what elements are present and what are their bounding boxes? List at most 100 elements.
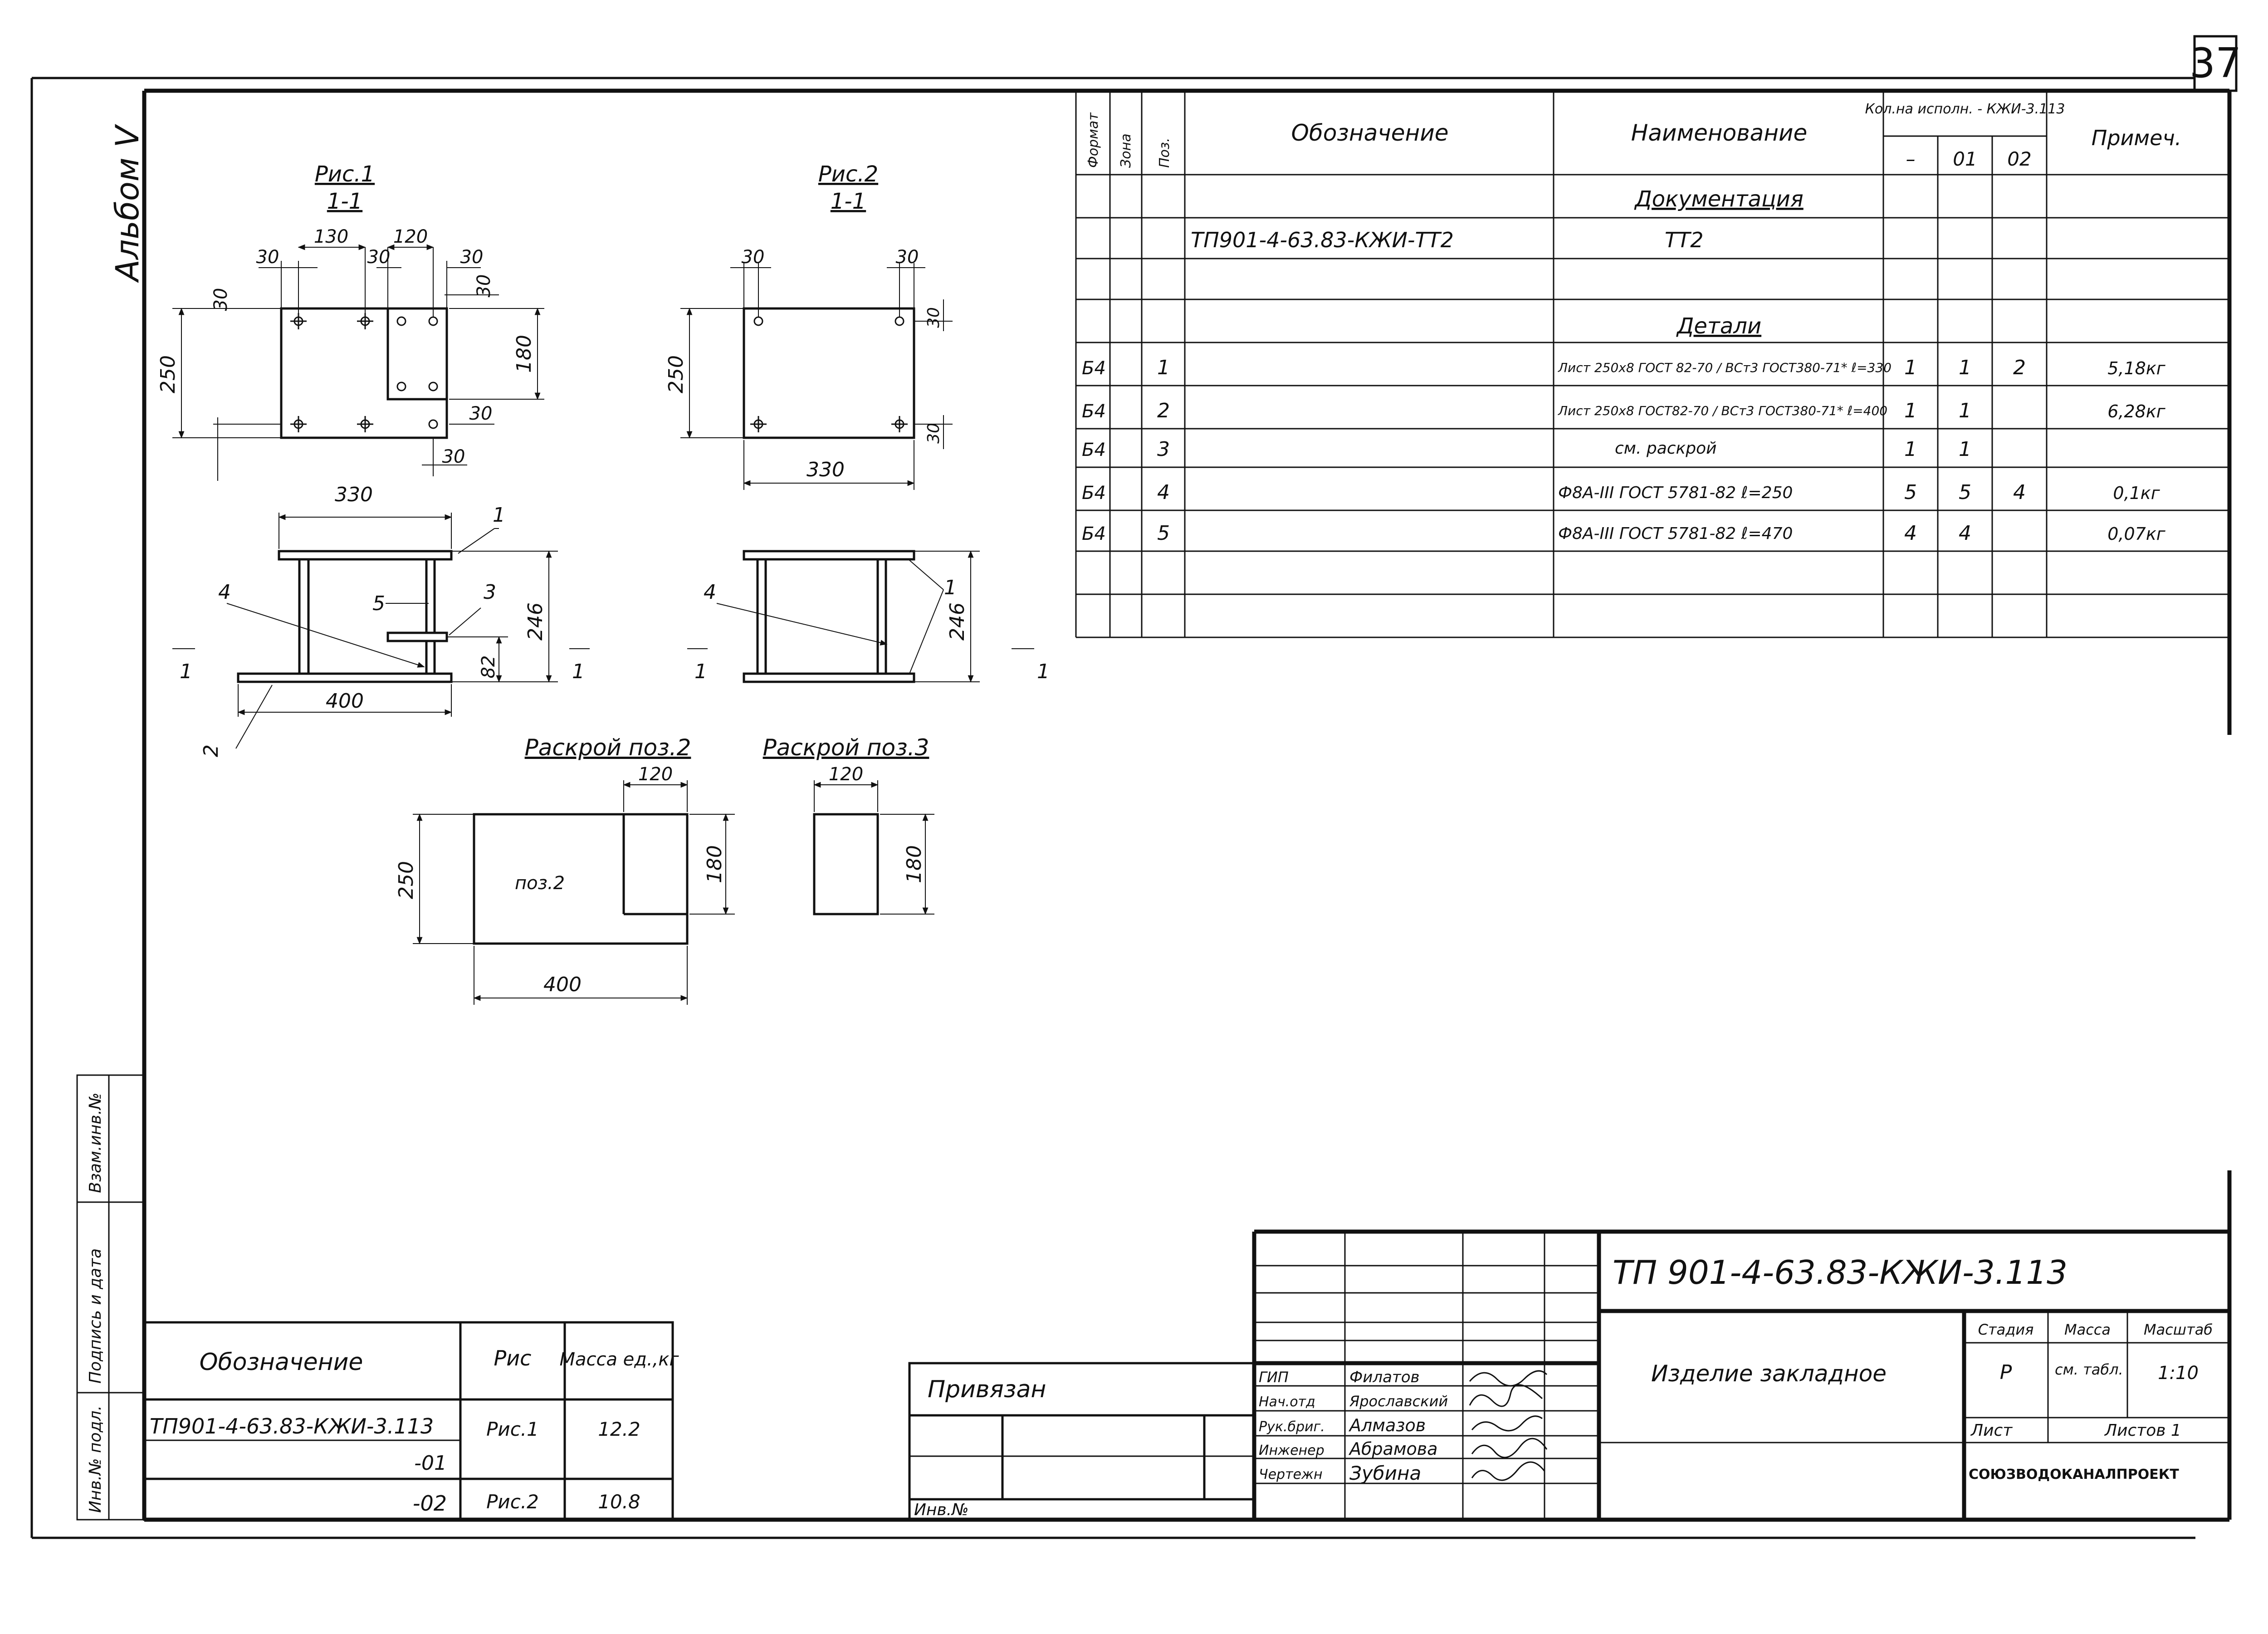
spec-row-3-name: Детали <box>1676 313 1761 339</box>
spec-row-8-format: Б4 <box>1082 523 1106 544</box>
spec-row-7-pos: 4 <box>1157 481 1170 504</box>
spec-row-4-format: Б4 <box>1082 358 1106 379</box>
binding-block: Привязан Инв.№ <box>908 1362 1256 1521</box>
spec-row-8-pos: 5 <box>1157 522 1170 545</box>
role-4-title: Чертежн <box>1259 1467 1323 1482</box>
strip-signature-date: Подпись и дата <box>86 1248 105 1384</box>
spec-row-7-name: Ф8А-III ГОСТ 5781-82 ℓ=250 <box>1558 484 1793 502</box>
cut3-title: Раскрой поз.3 <box>763 734 929 761</box>
mass-row-2-mass: 10.8 <box>598 1491 640 1513</box>
role-0-title: ГИП <box>1259 1369 1289 1386</box>
title-organization: СОЮЗВОДОКАНАЛПРОЕКТ <box>1969 1467 2179 1482</box>
binding-label: Привязан <box>928 1376 1046 1403</box>
spec-row-4-q0: 1 <box>1904 356 1917 379</box>
spec-row-4-note: 5,18кг <box>2107 358 2166 378</box>
spec-row-4-q2: 2 <box>2013 356 2026 379</box>
fig1-section-mark-left: 1 <box>180 660 192 683</box>
album-label: Альбом V <box>109 124 146 283</box>
spec-row-5-note: 6,28кг <box>2107 401 2166 421</box>
role-3-title: Инженер <box>1259 1443 1325 1458</box>
role-1-title: Нач.отд <box>1259 1394 1315 1410</box>
mass-row-0-fig: Рис.1 <box>486 1418 539 1440</box>
fig1-dim-30c: 30 <box>460 247 484 268</box>
title-code: ТП 901-4-63.83-КЖИ-3.113 <box>1613 1253 2068 1292</box>
fig2-dim-30a: 30 <box>742 247 765 268</box>
spec-header-qty-01: 01 <box>1953 148 1977 170</box>
spec-header-format: Формат <box>1085 112 1101 168</box>
spec-row-7-note: 0,1кг <box>2113 483 2160 503</box>
mass-row-0-designation: ТП901-4-63.83-КЖИ-3.113 <box>150 1414 434 1438</box>
fig1-dim-30d: 30 <box>210 288 231 311</box>
figure-1: Рис.1 1-1 <box>156 161 590 757</box>
role-1-name: Ярославский <box>1349 1393 1448 1410</box>
spec-row-1-designation: ТП901-4-63.83-КЖИ-ТТ2 <box>1191 228 1454 252</box>
fig2-callout-1: 1 <box>944 576 957 599</box>
mass-row-0-mass: 12.2 <box>598 1418 640 1440</box>
fig2-section-mark-left: 1 <box>694 660 707 683</box>
mass-row-2-fig: Рис.2 <box>486 1491 539 1513</box>
spec-row-0-name: Документация <box>1634 186 1804 212</box>
spec-row-6-pos: 3 <box>1157 438 1170 461</box>
fig1-dim-246: 246 <box>524 602 547 641</box>
spec-row-7-q1: 5 <box>1959 481 1971 504</box>
title-mass: см. табл. <box>2055 1361 2123 1378</box>
role-2-title: Рук.бриг. <box>1259 1419 1325 1435</box>
fig1-callout-1: 1 <box>493 504 505 527</box>
fig2-dim-30c: 30 <box>924 307 943 328</box>
role-3-name: Абрамова <box>1348 1439 1437 1459</box>
spec-row-5-name: Лист 250х8 ГОСТ82-70 / ВСт3 ГОСТ380-71* … <box>1558 403 1887 418</box>
mass-header-fig: Рис <box>494 1346 532 1370</box>
role-0-name: Филатов <box>1349 1368 1420 1386</box>
fig1-callout-5: 5 <box>372 592 385 615</box>
figure-2: Рис.2 1-1 30 30 30 250 30 330 <box>665 161 1050 683</box>
fig1-dim-30g: 30 <box>442 446 465 467</box>
spec-row-8-note: 0,07кг <box>2107 524 2166 544</box>
fig1-dim-30a: 30 <box>256 247 279 268</box>
spec-header-pos: Поз. <box>1157 138 1173 168</box>
spec-row-6-q0: 1 <box>1904 438 1917 461</box>
mass-header-designation: Обозначение <box>200 1349 363 1376</box>
fig1-section-mark-right: 1 <box>572 660 585 683</box>
fig2-title: Рис.2 <box>818 161 878 187</box>
fig1-title: Рис.1 <box>315 161 375 187</box>
title-header-stage: Стадия <box>1978 1321 2034 1338</box>
spec-row-4-name: Лист 250х8 ГОСТ 82-70 / ВСт3 ГОСТ380-71*… <box>1558 360 1892 375</box>
mass-row-2-designation: -02 <box>413 1491 447 1516</box>
spec-row-7-format: Б4 <box>1082 483 1106 504</box>
spec-row-7-q0: 5 <box>1904 481 1917 504</box>
fig1-dim-82: 82 <box>478 656 499 679</box>
fig1-dim-30f: 30 <box>469 403 493 424</box>
spec-row-5-q1: 1 <box>1959 399 1971 422</box>
spec-header-zone: Зона <box>1118 133 1134 168</box>
mass-table: Обозначение Рис Масса ед.,кг ТП901-4-63.… <box>143 1321 679 1521</box>
fig1-dim-180: 180 <box>513 335 536 373</box>
strip-replaced-inv: Взам.инв.№ <box>86 1092 105 1193</box>
left-strip <box>76 1074 145 1521</box>
cut2-dim-180: 180 <box>703 845 726 883</box>
cut3-dim-180: 180 <box>903 845 926 883</box>
fig2-section: 1-1 <box>831 189 866 214</box>
fig2-dim-30b: 30 <box>896 247 919 268</box>
fig1-dim-120: 120 <box>393 226 428 247</box>
spec-row-6-format: Б4 <box>1082 440 1106 460</box>
spec-header-note: Примеч. <box>2092 126 2182 150</box>
page-number: 37 <box>2190 39 2242 87</box>
mass-header-mass: Масса ед.,кг <box>559 1349 679 1370</box>
title-stage: Р <box>2000 1361 2012 1384</box>
fig1-dim-330: 330 <box>335 483 373 506</box>
title-header-scale: Масштаб <box>2144 1321 2213 1338</box>
fig1-dim-130: 130 <box>314 226 348 247</box>
cutting-pos2: Раскрой поз.2 120 250 180 400 поз.2 <box>395 734 735 1005</box>
cut2-dim-250: 250 <box>395 861 418 899</box>
spec-row-8-name: Ф8А-III ГОСТ 5781-82 ℓ=470 <box>1558 524 1793 543</box>
spec-header-qty: Кол.на исполн. - КЖИ-3.113 <box>1865 101 2065 117</box>
cut2-dim-120: 120 <box>638 764 673 785</box>
fig2-section-mark-right: 1 <box>1037 660 1050 683</box>
spec-row-8-q1: 4 <box>1959 522 1971 545</box>
spec-row-6-q1: 1 <box>1959 438 1971 461</box>
fig1-dim-30b: 30 <box>367 247 391 268</box>
fig2-dim-246: 246 <box>946 602 969 641</box>
fig2-callout-4: 4 <box>704 581 716 604</box>
spec-table: Формат Зона Поз. Обозначение Наименовани… <box>1075 91 2230 638</box>
